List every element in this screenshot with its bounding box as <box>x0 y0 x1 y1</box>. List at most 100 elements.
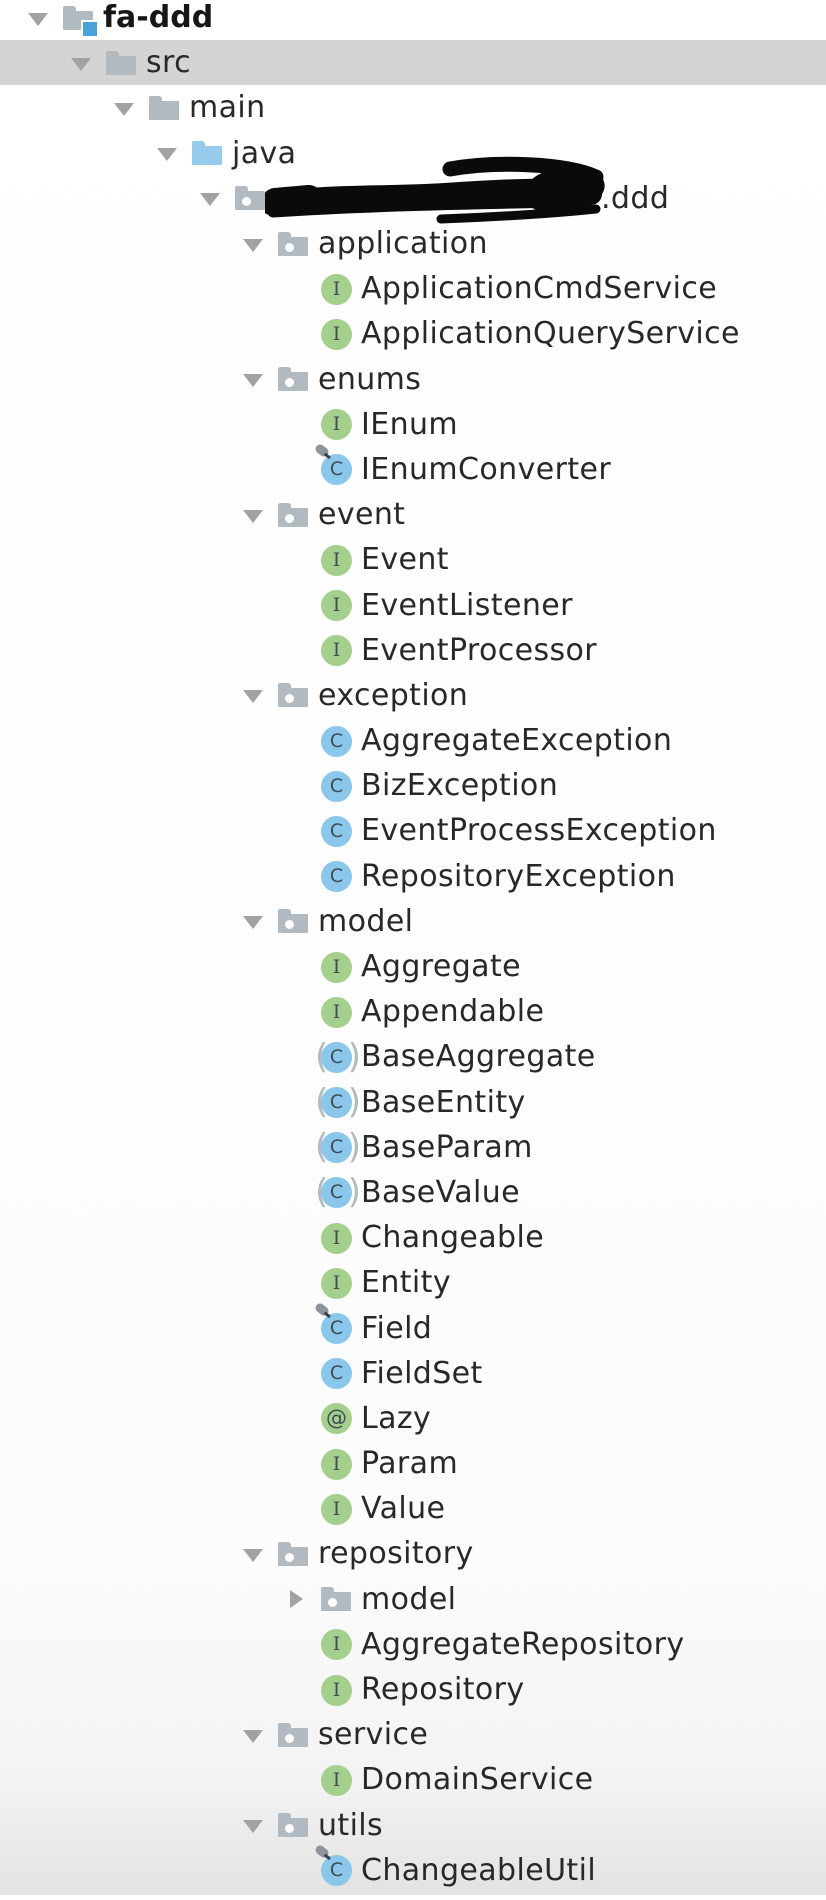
tree-row[interactable]: C IEnumConverter <box>0 443 826 492</box>
tree-row[interactable]: I EventProcessor <box>0 628 826 673</box>
node-label: AggregateRepository <box>361 1626 685 1662</box>
class-icon: C <box>320 724 354 758</box>
tree-row[interactable]: C ChangeableUtil <box>0 1843 826 1893</box>
interface-icon: I <box>320 272 354 306</box>
tree-row[interactable]: ()C BaseParam <box>0 1125 826 1170</box>
tree-row[interactable]: .ddd <box>0 156 826 224</box>
node-label: enums <box>318 361 422 397</box>
expander-icon[interactable] <box>241 904 265 938</box>
tree-row[interactable]: I ApplicationQueryService <box>0 311 826 356</box>
expander-spacer <box>284 1492 308 1526</box>
tree-row[interactable]: event <box>0 492 826 537</box>
expander-icon[interactable] <box>241 362 265 396</box>
node-label: .ddd <box>601 180 670 216</box>
node-label: event <box>318 497 406 533</box>
tree-row[interactable]: I Event <box>0 537 826 582</box>
tree-row[interactable]: C FieldSet <box>0 1351 826 1396</box>
expander-icon[interactable] <box>241 1718 265 1752</box>
tree-row[interactable]: I Changeable <box>0 1215 826 1260</box>
expander-icon[interactable] <box>241 498 265 532</box>
class-icon: C <box>320 814 354 848</box>
package-icon <box>277 678 311 712</box>
expander-icon[interactable] <box>26 1 50 35</box>
node-label: Changeable <box>361 1220 545 1256</box>
tree-row[interactable]: ()C BaseAggregate <box>0 1034 826 1079</box>
interface-icon: I <box>320 317 354 351</box>
interface-icon: I <box>320 1221 354 1255</box>
node-label: ApplicationCmdService <box>361 271 718 307</box>
interface-icon: I <box>320 1492 354 1526</box>
class-icon: C <box>320 769 354 803</box>
node-label: repository <box>318 1536 474 1572</box>
tree-row[interactable]: model <box>0 899 826 944</box>
tree-row[interactable]: model <box>0 1577 826 1622</box>
tree-row[interactable]: I IEnum <box>0 402 826 447</box>
tree-row[interactable]: I EventListener <box>0 582 826 627</box>
tree-row[interactable]: I Appendable <box>0 989 826 1034</box>
tree-row[interactable]: repository <box>0 1531 826 1576</box>
tree-row[interactable]: I Param <box>0 1441 826 1486</box>
tree-row[interactable]: I Aggregate <box>0 944 826 989</box>
expander-spacer <box>284 1130 308 1164</box>
tree-row[interactable]: @ Lazy <box>0 1396 826 1441</box>
tree-row[interactable]: I ApplicationCmdService <box>0 266 826 311</box>
expander-icon[interactable] <box>241 1808 265 1842</box>
interface-icon: I <box>320 1447 354 1481</box>
node-label: application <box>318 226 488 262</box>
node-label: Field <box>361 1310 433 1346</box>
node-label: fa-ddd <box>103 0 214 36</box>
tree-row[interactable]: main <box>0 85 826 130</box>
node-label: RepositoryException <box>361 858 676 894</box>
interface-icon: I <box>320 588 354 622</box>
node-label: BaseParam <box>361 1129 533 1165</box>
node-label: Lazy <box>361 1400 432 1436</box>
tree-row[interactable]: C RepositoryException <box>0 854 826 899</box>
package-icon <box>277 1808 311 1842</box>
node-label: Repository <box>361 1672 525 1708</box>
expander-spacer <box>284 1447 308 1481</box>
tree-row[interactable]: fa-ddd <box>0 0 826 40</box>
expander-icon[interactable] <box>241 1537 265 1571</box>
tree-row[interactable]: I Repository <box>0 1667 826 1712</box>
expander-spacer <box>284 995 308 1029</box>
tree-row[interactable]: I DomainService <box>0 1757 826 1802</box>
node-label: Aggregate <box>361 949 521 985</box>
abstract-class-icon: ()C <box>315 1082 361 1123</box>
tree-row[interactable]: application <box>0 221 826 266</box>
folder-icon <box>148 91 182 125</box>
tree-row[interactable]: src <box>0 40 826 86</box>
tree-row[interactable]: C BizException <box>0 763 826 808</box>
tree-row[interactable]: C Field <box>0 1301 826 1350</box>
interface-icon: I <box>320 1266 354 1300</box>
expander-icon[interactable] <box>241 227 265 261</box>
tree-row[interactable]: utils <box>0 1803 826 1848</box>
expander-spacer <box>284 724 308 758</box>
tree-row[interactable]: I Entity <box>0 1260 826 1305</box>
tree-row[interactable]: ()C BaseEntity <box>0 1080 826 1125</box>
expander-icon[interactable] <box>69 46 93 80</box>
expander-icon[interactable] <box>198 181 222 215</box>
node-label: Entity <box>361 1265 451 1301</box>
node-label: BaseAggregate <box>361 1039 596 1075</box>
tree-row[interactable]: ()C BaseValue <box>0 1170 826 1215</box>
tree-row[interactable]: C AggregateException <box>0 718 826 763</box>
expander-icon[interactable] <box>112 91 136 125</box>
expander-spacer <box>284 588 308 622</box>
expander-icon[interactable] <box>155 136 179 170</box>
tree-row[interactable]: C EventProcessException <box>0 808 826 853</box>
tree-row[interactable]: service <box>0 1712 826 1757</box>
expander-icon[interactable] <box>284 1582 308 1616</box>
node-label: java <box>232 135 297 171</box>
interface-icon: I <box>320 1763 354 1797</box>
package-icon <box>277 904 311 938</box>
tree-row[interactable]: exception <box>0 673 826 718</box>
tree-row[interactable]: I AggregateRepository <box>0 1622 826 1667</box>
node-label: Appendable <box>361 994 545 1030</box>
expander-icon[interactable] <box>241 678 265 712</box>
node-label: EventProcessor <box>361 632 598 668</box>
tree-row[interactable]: enums <box>0 357 826 402</box>
interface-icon: I <box>320 1673 354 1707</box>
interface-icon: I <box>320 407 354 441</box>
tree-row[interactable]: java <box>0 131 826 176</box>
tree-row[interactable]: I Value <box>0 1486 826 1531</box>
